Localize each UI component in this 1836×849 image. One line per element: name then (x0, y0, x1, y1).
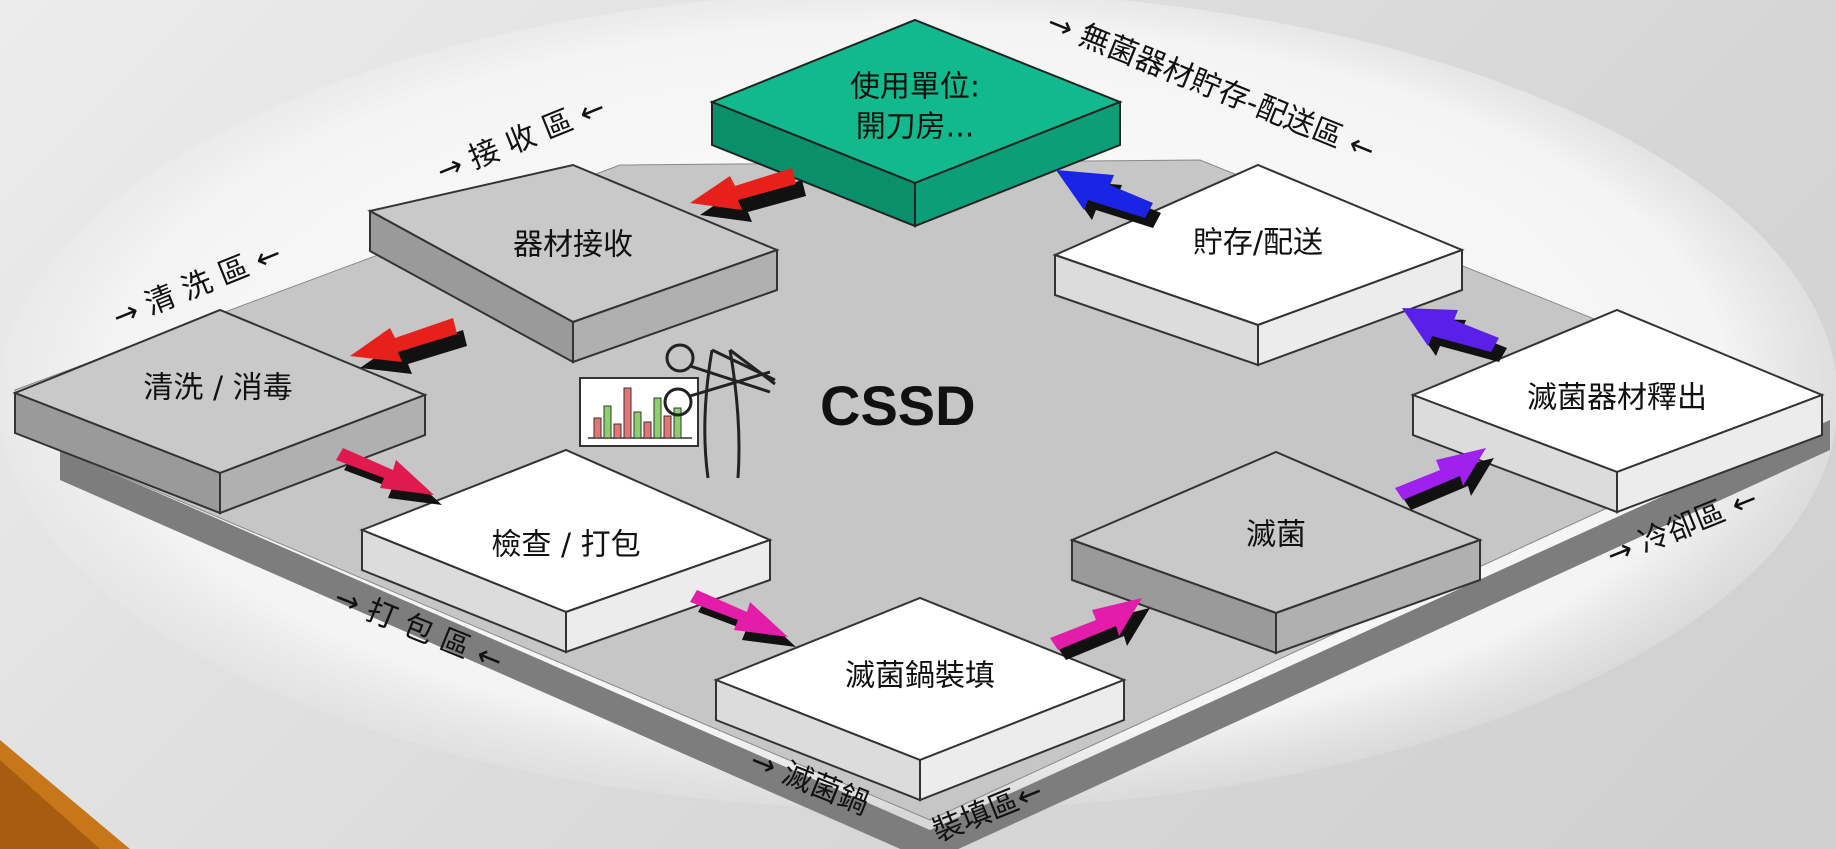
arrow-release-to-store (1402, 308, 1507, 362)
diagram-title: CSSD (820, 374, 976, 437)
sterilize-label: 滅菌 (1246, 518, 1306, 553)
station-pack: 檢查 / 打包 (359, 448, 773, 654)
receive-label: 器材接收 (513, 228, 633, 263)
corner-decoration-shadow (0, 760, 100, 849)
use-unit-label-line1: 使用單位: (850, 70, 980, 105)
pack-label: 檢查 / 打包 (491, 528, 640, 563)
arrow-receive-to-wash (350, 318, 467, 374)
arrow-sterilize-to-release (1395, 448, 1494, 510)
arrow-use-to-receive (690, 168, 806, 222)
wash-label: 清洗 / 消毒 (143, 371, 292, 406)
load-label: 滅菌鍋裝填 (845, 659, 995, 694)
arrow-load-to-sterilize (1050, 598, 1150, 660)
station-release: 滅菌器材釋出 (1410, 308, 1825, 514)
use-unit-label-line2: 開刀房... (856, 110, 975, 145)
station-receive: 器材接收 (367, 163, 780, 364)
scissors-icon (663, 343, 771, 417)
station-store: 貯存/配送 (1052, 163, 1465, 367)
store-label: 貯存/配送 (1193, 226, 1323, 261)
arrow-wash-to-pack (336, 448, 442, 505)
station-load: 滅菌鍋裝填 (713, 596, 1127, 802)
forceps-icon (703, 348, 776, 479)
arrow-pack-to-load (690, 590, 796, 647)
arrow-store-to-use (1056, 170, 1161, 228)
station-use-unit: 使用單位: 開刀房... (709, 18, 1123, 228)
flow-arrows (336, 168, 1507, 660)
station-wash: 清洗 / 消毒 (12, 308, 428, 515)
station-sterilize: 滅菌 (1069, 450, 1483, 655)
release-label: 滅菌器材釋出 (1527, 381, 1707, 416)
